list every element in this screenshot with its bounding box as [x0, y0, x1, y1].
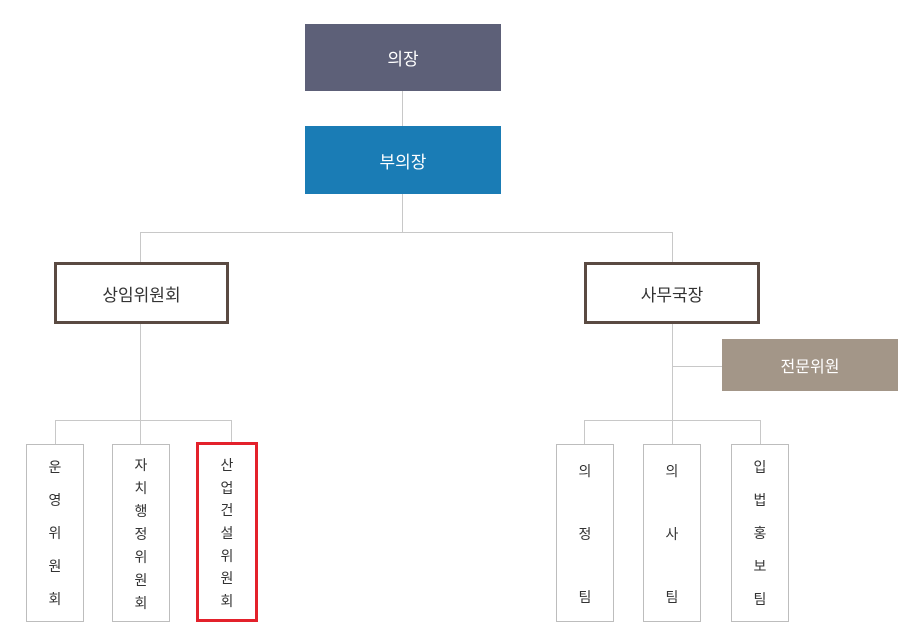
committee-char: 설 [220, 525, 234, 542]
team-char: 홍 [753, 526, 767, 542]
committee-char: 운 [48, 460, 62, 476]
standing-committee-box[interactable]: 상임위원회 [54, 262, 229, 324]
committee-char: 건 [220, 503, 234, 520]
connector-committee-3 [231, 420, 232, 444]
committee-char: 행 [134, 504, 148, 520]
connector-team-1 [584, 420, 585, 444]
chair-box[interactable]: 의장 [305, 24, 501, 91]
connector-team-2 [672, 420, 673, 444]
committee-char: 원 [220, 571, 234, 588]
committee-char: 자 [134, 458, 148, 474]
team-char: 팀 [753, 592, 767, 608]
team-proceedings-box[interactable]: 의 사 팀 [643, 444, 701, 622]
team-char: 보 [753, 559, 767, 575]
vice-chair-box[interactable]: 부의장 [305, 126, 501, 194]
committee-char: 원 [48, 559, 62, 575]
expert-member-box[interactable]: 전문위원 [722, 339, 898, 391]
connector-expert [672, 366, 722, 367]
committee-char: 산 [220, 458, 234, 474]
committee-char: 원 [134, 573, 148, 589]
committee-industry-box[interactable]: 산 업 건 설 위 원 회 [196, 442, 258, 622]
connector-committee-1 [55, 420, 56, 444]
connector-branch-secretary [672, 232, 673, 262]
committee-char: 영 [48, 493, 62, 509]
connector-standing-down [140, 324, 141, 420]
connector-secretary-down [672, 324, 673, 420]
committee-char: 회 [220, 593, 234, 610]
committee-operations-box[interactable]: 운 영 위 원 회 [26, 444, 84, 622]
team-char: 의 [665, 464, 679, 480]
team-council-box[interactable]: 의 정 팀 [556, 444, 614, 622]
committee-char: 회 [134, 596, 148, 612]
committee-char: 위 [220, 548, 234, 565]
connector-committee-2 [140, 420, 141, 444]
connector-committees-branch [55, 420, 231, 421]
committee-char: 위 [134, 550, 148, 566]
team-char: 팀 [665, 590, 679, 606]
connector-chair-vice [402, 91, 403, 126]
committee-char: 위 [48, 526, 62, 542]
secretary-general-box[interactable]: 사무국장 [584, 262, 760, 324]
connector-team-3 [760, 420, 761, 444]
team-char: 정 [578, 527, 592, 543]
committee-admin-box[interactable]: 자 치 행 정 위 원 회 [112, 444, 170, 622]
team-char: 사 [665, 527, 679, 543]
connector-vice-branch [402, 194, 403, 232]
committee-char: 치 [134, 481, 148, 497]
team-char: 법 [753, 493, 767, 509]
committee-char: 업 [220, 480, 234, 497]
team-legislation-pr-box[interactable]: 입 법 홍 보 팀 [731, 444, 789, 622]
team-char: 의 [578, 464, 592, 480]
committee-char: 회 [48, 592, 62, 608]
connector-main-branch [140, 232, 672, 233]
team-char: 팀 [578, 590, 592, 606]
committee-char: 정 [134, 527, 148, 543]
team-char: 입 [753, 460, 767, 476]
connector-branch-standing [140, 232, 141, 262]
